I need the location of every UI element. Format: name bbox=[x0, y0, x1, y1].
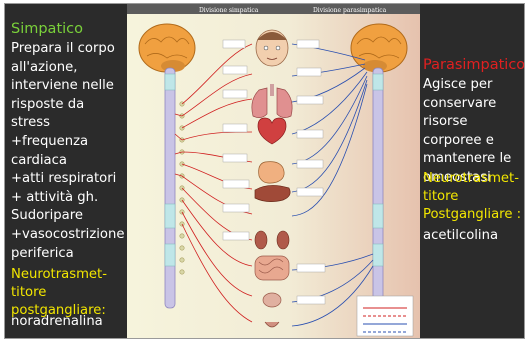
autonomic-nervous-system-diagram: Divisione simpatica Divisione parasimpat… bbox=[127, 4, 420, 339]
spinal-cord-right bbox=[373, 68, 383, 308]
parasympathetic-neurotransmitter-label: Neurotrasmet- titore Postgangliare : bbox=[423, 170, 523, 224]
sympathetic-description: Prepara il corpo all'azione, interviene … bbox=[11, 40, 129, 263]
slide: Simpatico Prepara il corpo all'azione, i… bbox=[4, 3, 525, 339]
sympathetic-neurotransmitter-value: noradrenalina bbox=[11, 312, 103, 331]
brain-icon bbox=[139, 24, 195, 72]
header-sympathetic: Divisione simpatica bbox=[199, 7, 259, 14]
parasympathetic-title: Parasimpatico bbox=[423, 56, 525, 75]
stomach-icon bbox=[259, 162, 285, 184]
parasympathetic-neurotransmitter-value: acetilcolina bbox=[423, 226, 498, 245]
spinal-cord-left bbox=[165, 68, 175, 308]
bladder-icon bbox=[263, 293, 281, 307]
sympathetic-title: Simpatico bbox=[11, 20, 83, 39]
face-icon bbox=[256, 30, 288, 66]
diagram-legend bbox=[357, 296, 413, 336]
header-parasympathetic: Divisione parasimpatica bbox=[313, 7, 387, 14]
liver-icon bbox=[255, 185, 290, 201]
intestine-icon bbox=[255, 256, 289, 280]
